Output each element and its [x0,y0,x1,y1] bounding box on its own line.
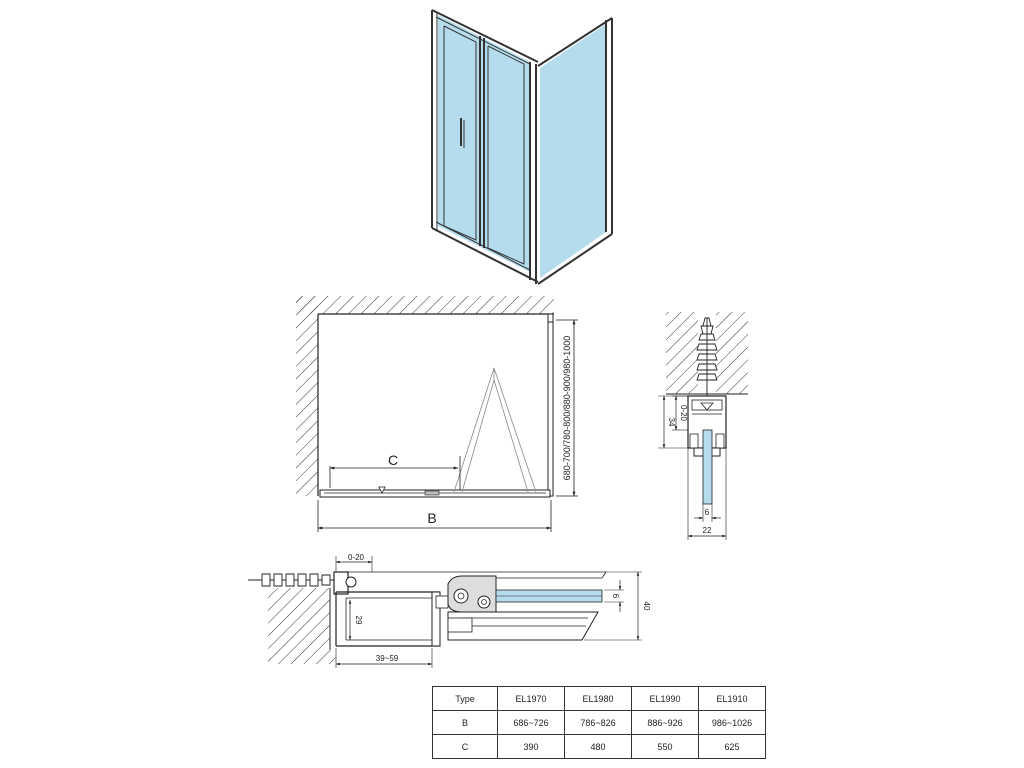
table-row-label: C [432,734,498,759]
table-header-label: Type [432,686,498,711]
section-glass-label: 6 [611,594,620,599]
table-cell: 550 [631,734,699,759]
section-adjust-label: 0-20 [348,553,365,562]
table-cell: 986~1026 [698,710,766,735]
table-cell: 786~826 [564,710,632,735]
top-wall-hatch [296,296,554,314]
table-header-model: EL1970 [497,686,565,711]
table-header-model: EL1910 [698,686,766,711]
table-header-model: EL1990 [631,686,699,711]
table-cell: 686~726 [497,710,565,735]
section-height-label: 40 [642,602,651,611]
profile-height-label: 34 [667,418,676,427]
wall-plug [696,317,718,400]
enclosure-3d-view [431,9,613,285]
section-range-label: 39~59 [376,654,399,663]
left-wall-hatch [296,296,318,496]
table-cell: 625 [698,734,766,759]
wall-glass-label: 6 [705,508,710,517]
wall-profile-detail: 34 0-20 6 22 [658,312,748,540]
plan-view: C B 680-700/780-800/880-900/980-1000 [296,296,578,532]
section-wall-hatch [268,588,340,664]
table-header-row: Type EL1970 EL1980 EL1990 EL1910 [432,686,766,711]
section-wall-plug [248,573,340,587]
overall-width-label: B [427,510,436,526]
dimension-table: Type EL1970 EL1980 EL1990 EL1910 B 686~7… [432,686,766,759]
table-row: B 686~726 786~826 886~926 986~1026 [432,710,766,735]
table-cell: 390 [497,734,565,759]
door-width-label: C [388,452,398,468]
table-cell: 480 [564,734,632,759]
table-row: C 390 480 550 625 [432,734,766,759]
table-row-label: B [432,710,498,735]
side-panel-range-label: 680-700/780-800/880-900/980-1000 [562,336,572,481]
table-header-model: EL1980 [564,686,632,711]
wall-profile-width-label: 22 [703,526,712,535]
bottom-profile-section: 0-20 29 39~59 6 40 [248,553,651,668]
table-cell: 886~926 [631,710,699,735]
section-depth-label: 29 [354,616,363,625]
wall-adjust-label: 0-20 [679,405,688,422]
